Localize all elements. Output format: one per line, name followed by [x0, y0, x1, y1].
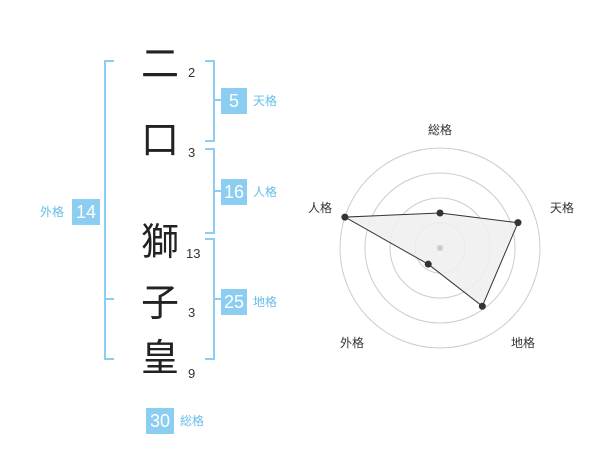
- radar-ring-3: [364, 172, 516, 324]
- radar-axis-tenkaku: 天格: [550, 201, 575, 215]
- chikaku-label: 地格: [253, 295, 278, 309]
- stroke-count-3: 13: [186, 246, 201, 261]
- radar-center-dot: [437, 245, 443, 251]
- tenkaku-value: 5: [221, 88, 247, 114]
- radar-points: [341, 209, 522, 310]
- soukaku-label: 総格: [180, 414, 205, 428]
- chikaku-value: 25: [221, 289, 247, 315]
- soukaku-value: 30: [146, 408, 174, 434]
- stroke-count-4: 3: [188, 305, 196, 320]
- radar-point-1: [436, 209, 444, 217]
- radar-point-3: [478, 302, 486, 310]
- radar-point-4: [424, 260, 432, 268]
- kanji-2: 口: [140, 118, 179, 162]
- gaikaku-label: 外格: [40, 205, 65, 219]
- gaikaku-bracket: [104, 60, 114, 360]
- radar-point-5: [341, 213, 349, 221]
- radar-polygon: [343, 212, 519, 307]
- kanji-4: 子: [140, 281, 179, 325]
- kanji-1: 二: [140, 42, 179, 86]
- jinkaku-label: 人格: [253, 185, 278, 199]
- gaikaku-value: 14: [72, 199, 100, 225]
- radar-axis-soukaku: 総格: [428, 123, 453, 137]
- stroke-count-1: 2: [188, 65, 196, 80]
- radar-axis-jinkaku: 人格: [308, 201, 333, 215]
- radar-axis-chikaku: 地格: [511, 336, 536, 350]
- radar-point-2: [514, 219, 522, 227]
- gaikaku-bracket-divider: [106, 298, 114, 300]
- stroke-count-5: 9: [188, 366, 196, 381]
- tenkaku-bracket: [205, 60, 215, 142]
- radar-ring-4: [339, 147, 541, 349]
- jinkaku-value: 16: [221, 179, 247, 205]
- stroke-count-2: 3: [188, 145, 196, 160]
- kanji-3: 獅: [140, 220, 179, 264]
- radar-axis-gaikaku: 外格: [340, 336, 365, 350]
- jinkaku-connector: [213, 190, 221, 192]
- tenkaku-label: 天格: [253, 94, 278, 108]
- chikaku-connector: [213, 298, 221, 300]
- kanji-5: 皇: [140, 336, 179, 380]
- tenkaku-connector: [213, 99, 221, 101]
